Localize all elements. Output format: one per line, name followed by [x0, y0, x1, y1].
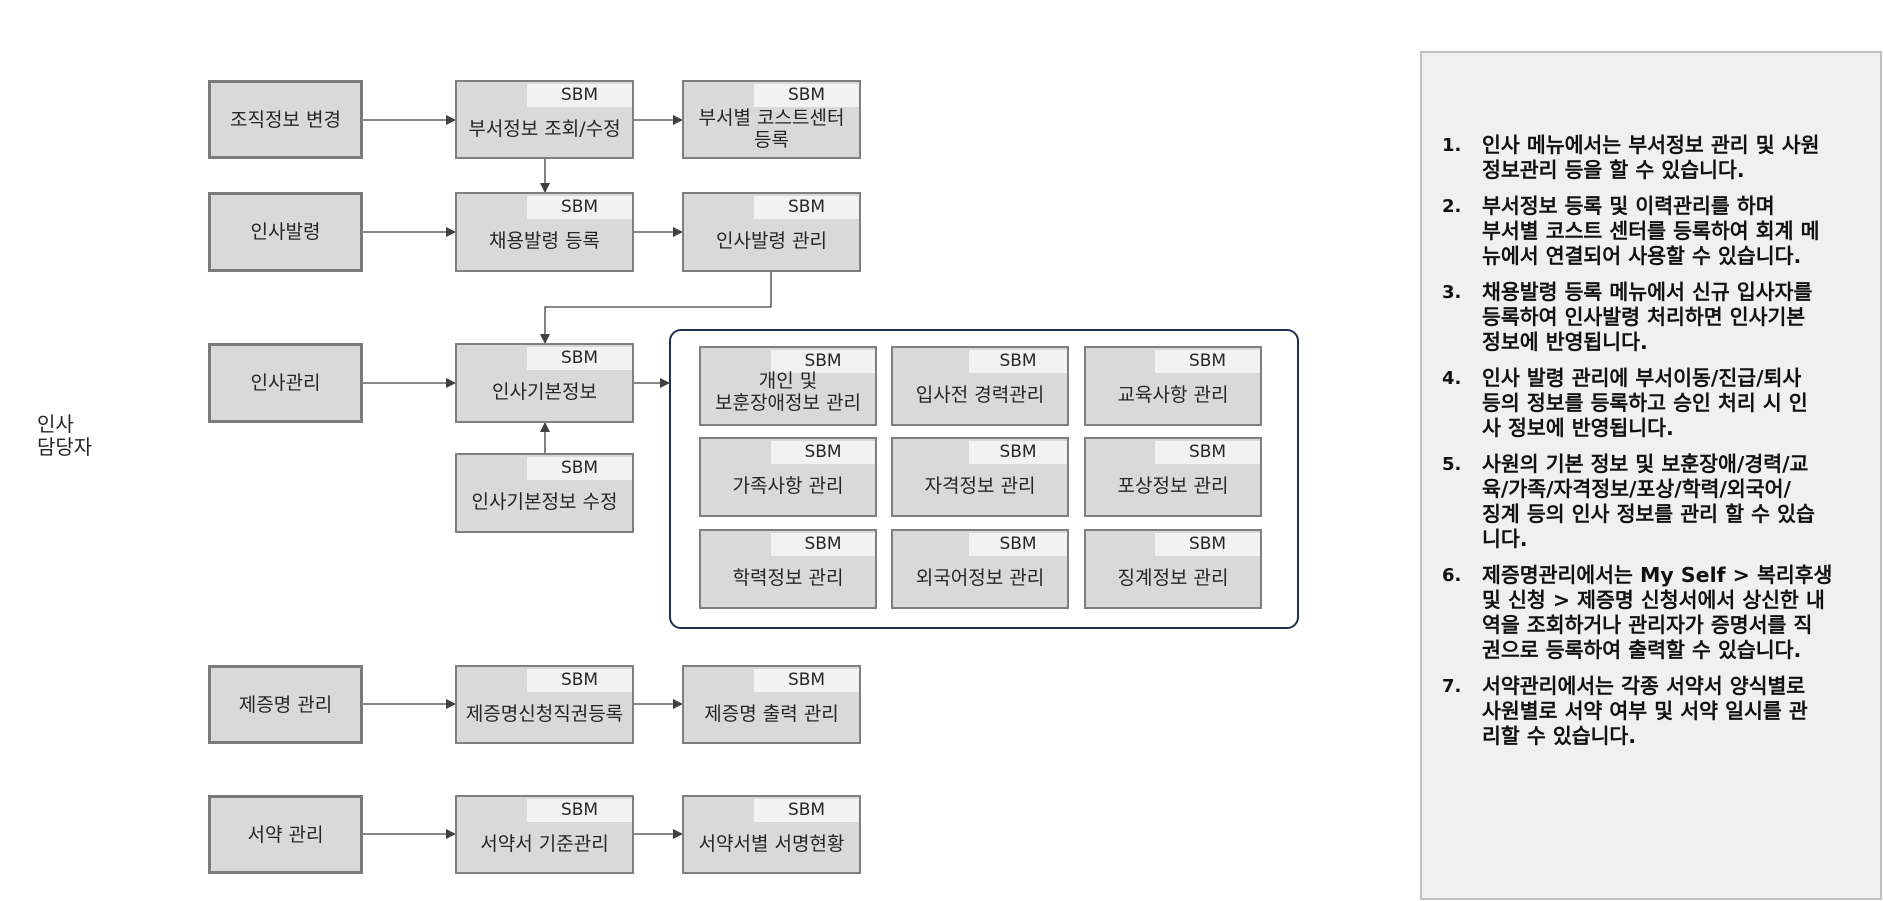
note-number: 2. [1442, 196, 1462, 217]
menu-award[interactable]: SBM 포상정보 관리 [1084, 437, 1262, 517]
sbm-tag: SBM [754, 799, 859, 822]
menu-pledge-standard[interactable]: SBM 서약서 기준관리 [455, 795, 634, 874]
note-item: 1. 인사 메뉴에서는 부서정보 관리 및 사원 정보관리 등을 할 수 있습니다… [1442, 133, 1866, 183]
menu-label: 개인 및 보훈장애정보 관리 [715, 370, 861, 414]
category-appointment: 인사발령 [208, 192, 363, 272]
category-certificate: 제증명 관리 [208, 665, 363, 744]
note-item: 5. 사원의 기본 정보 및 보훈장애/경력/교 육/가족/자격정보/포상/학력/… [1442, 452, 1866, 552]
note-number: 6. [1442, 565, 1462, 586]
sbm-tag: SBM [527, 799, 632, 822]
note-item: 4. 인사 발령 관리에 부서이동/진급/퇴사 등의 정보를 등록하고 승인 처리… [1442, 366, 1866, 441]
menu-label: 가족사항 관리 [732, 475, 844, 497]
menu-hr-basic-info-edit[interactable]: SBM 인사기본정보 수정 [455, 453, 634, 533]
sbm-tag: SBM [771, 533, 875, 556]
sbm-tag: SBM [771, 441, 875, 464]
menu-label: 제증명신청직권등록 [465, 702, 624, 725]
menu-label: 인사발령 관리 [716, 230, 827, 252]
note-item: 7. 서약관리에서는 각종 서약서 양식별로 사원별로 서약 여부 및 서약 일시… [1442, 674, 1866, 749]
note-number: 7. [1442, 676, 1462, 697]
menu-dept-costcenter[interactable]: SBM 부서별 코스트센터 등록 [682, 80, 861, 159]
menu-prior-career[interactable]: SBM 입사전 경력관리 [891, 346, 1069, 426]
menu-discipline[interactable]: SBM 징계정보 관리 [1084, 529, 1262, 609]
note-text: 인사 메뉴에서는 부서정보 관리 및 사원 정보관리 등을 할 수 있습니다. [1482, 133, 1820, 182]
menu-personal-veteran-info[interactable]: SBM 개인 및 보훈장애정보 관리 [699, 346, 877, 426]
sbm-tag: SBM [969, 350, 1067, 373]
menu-label: 제증명 출력 관리 [704, 702, 839, 725]
menu-label: 인사기본정보 수정 [471, 491, 618, 513]
note-text: 부서정보 등록 및 이력관리를 하며 부서별 코스트 센터를 등록하여 회계 메… [1482, 194, 1820, 268]
menu-academic[interactable]: SBM 학력정보 관리 [699, 529, 877, 609]
category-org-change: 조직정보 변경 [208, 80, 363, 159]
sbm-tag: SBM [527, 196, 632, 219]
menu-appointment-mgmt[interactable]: SBM 인사발령 관리 [682, 192, 861, 272]
category-label: 조직정보 변경 [230, 108, 341, 131]
menu-family[interactable]: SBM 가족사항 관리 [699, 437, 877, 517]
note-text: 사원의 기본 정보 및 보훈장애/경력/교 육/가족/자격정보/포상/학력/외국… [1482, 452, 1815, 551]
sbm-tag: SBM [527, 84, 632, 107]
menu-label: 서약서별 서명현황 [698, 832, 845, 855]
menu-label: 자격정보 관리 [924, 475, 1036, 497]
note-text: 제증명관리에서는 My Self > 복리후생 및 신청 > 제증명 신청서에서… [1482, 563, 1833, 662]
sbm-tag: SBM [754, 196, 859, 219]
note-text: 서약관리에서는 각종 서약서 양식별로 사원별로 서약 여부 및 서약 일시를 … [1482, 674, 1808, 748]
category-label: 제증명 관리 [238, 693, 333, 716]
note-item: 2. 부서정보 등록 및 이력관리를 하며 부서별 코스트 센터를 등록하여 회계… [1442, 194, 1866, 269]
menu-qualification[interactable]: SBM 자격정보 관리 [891, 437, 1069, 517]
note-number: 4. [1442, 368, 1462, 389]
note-item: 6. 제증명관리에서는 My Self > 복리후생 및 신청 > 제증명 신청서… [1442, 563, 1866, 663]
sbm-tag: SBM [1155, 441, 1260, 464]
note-text: 인사 발령 관리에 부서이동/진급/퇴사 등의 정보를 등록하고 승인 처리 시… [1482, 366, 1808, 440]
category-label: 인사관리 [250, 372, 321, 394]
note-number: 5. [1442, 454, 1462, 475]
sbm-tag: SBM [1155, 533, 1260, 556]
sbm-tag: SBM [754, 84, 859, 107]
menu-label: 교육사항 관리 [1117, 384, 1229, 406]
menu-dept-info-edit[interactable]: SBM 부서정보 조회/수정 [455, 80, 634, 159]
menu-label: 부서정보 조회/수정 [468, 117, 621, 140]
menu-label: 입사전 경력관리 [915, 384, 1045, 406]
notes-list: 1. 인사 메뉴에서는 부서정보 관리 및 사원 정보관리 등을 할 수 있습니다… [1442, 133, 1866, 749]
sbm-tag: SBM [969, 441, 1067, 464]
menu-certificate-register[interactable]: SBM 제증명신청직권등록 [455, 665, 634, 744]
menu-label: 포상정보 관리 [1117, 475, 1229, 497]
notes-panel: 1. 인사 메뉴에서는 부서정보 관리 및 사원 정보관리 등을 할 수 있습니다… [1420, 51, 1882, 900]
menu-pledge-status[interactable]: SBM 서약서별 서명현황 [682, 795, 861, 874]
sbm-tag: SBM [1155, 350, 1260, 373]
menu-label: 학력정보 관리 [732, 567, 844, 589]
category-label: 인사발령 [250, 221, 321, 243]
category-hr-mgmt: 인사관리 [208, 343, 363, 423]
sbm-tag: SBM [527, 669, 632, 692]
menu-foreign-language[interactable]: SBM 외국어정보 관리 [891, 529, 1069, 609]
menu-hr-basic-info[interactable]: SBM 인사기본정보 [455, 343, 634, 423]
actor-label: 인사 담당자 [37, 412, 93, 459]
category-label: 서약 관리 [247, 823, 324, 846]
menu-hire-appointment[interactable]: SBM 채용발령 등록 [455, 192, 634, 272]
note-number: 1. [1442, 135, 1462, 156]
menu-label: 외국어정보 관리 [915, 567, 1045, 589]
note-text: 채용발령 등록 메뉴에서 신규 입사자를 등록하여 인사발령 처리하면 인사기본… [1482, 280, 1813, 354]
note-number: 3. [1442, 282, 1462, 303]
sbm-tag: SBM [754, 669, 859, 692]
menu-label: 부서별 코스트센터 등록 [698, 106, 845, 151]
menu-label: 채용발령 등록 [489, 230, 600, 252]
category-pledge: 서약 관리 [208, 795, 363, 874]
sbm-tag: SBM [527, 457, 632, 480]
sbm-tag: SBM [771, 350, 875, 373]
menu-label: 인사기본정보 [492, 381, 597, 403]
sbm-tag: SBM [527, 347, 632, 370]
note-item: 3. 채용발령 등록 메뉴에서 신규 입사자를 등록하여 인사발령 처리하면 인사… [1442, 280, 1866, 355]
menu-education[interactable]: SBM 교육사항 관리 [1084, 346, 1262, 426]
sbm-tag: SBM [969, 533, 1067, 556]
menu-label: 징계정보 관리 [1117, 567, 1229, 589]
menu-certificate-print[interactable]: SBM 제증명 출력 관리 [682, 665, 861, 744]
menu-label: 서약서 기준관리 [480, 832, 609, 855]
